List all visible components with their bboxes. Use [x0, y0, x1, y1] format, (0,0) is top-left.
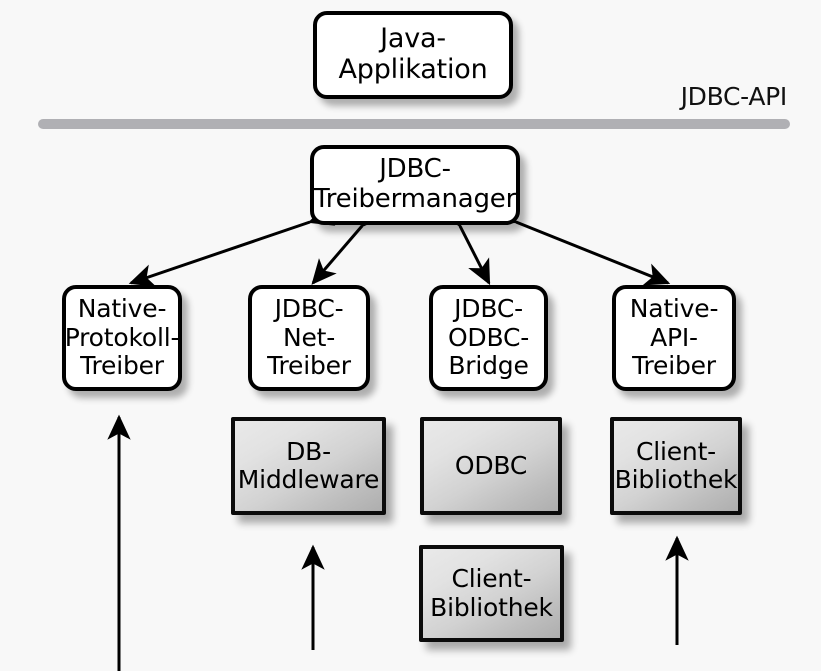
- node-jdbc-odbc-bridge-label: JDBC- ODBC- Bridge: [447, 294, 530, 381]
- jdbc-api-divider-bar: [38, 119, 790, 129]
- node-java-applikation-label: Java- Applikation: [338, 23, 488, 85]
- node-db-middleware[interactable]: DB- Middleware: [231, 417, 386, 515]
- node-native-protokoll-treiber[interactable]: Native- Protokoll- Treiber: [62, 285, 182, 391]
- node-jdbc-net-treiber[interactable]: JDBC- Net- Treiber: [248, 285, 370, 391]
- node-jdbc-treibermanager[interactable]: JDBC- Treibermanager: [310, 145, 520, 225]
- node-java-applikation[interactable]: Java- Applikation: [313, 11, 513, 99]
- node-native-api-treiber-label: Native- API- Treiber: [629, 294, 719, 381]
- node-odbc-label: ODBC: [454, 450, 528, 480]
- node-odbc[interactable]: ODBC: [420, 417, 562, 515]
- edge-manager-jdbc-odbc: [439, 200, 491, 286]
- node-client-bibliothek-right[interactable]: Client- Bibliothek: [610, 417, 742, 515]
- node-native-api-treiber[interactable]: Native- API- Treiber: [612, 285, 736, 391]
- edge-manager-jdbc-net: [311, 201, 386, 285]
- node-client-bibliothek-center[interactable]: Client- Bibliothek: [419, 545, 564, 642]
- edge-manager-native-api: [490, 202, 671, 286]
- node-jdbc-treibermanager-label: JDBC- Treibermanager: [313, 154, 517, 214]
- node-jdbc-net-treiber-label: JDBC- Net- Treiber: [267, 294, 351, 381]
- node-db-middleware-label: DB- Middleware: [237, 436, 380, 494]
- edge-manager-native-protokoll: [128, 203, 336, 287]
- node-native-protokoll-treiber-label: Native- Protokoll- Treiber: [64, 294, 180, 381]
- jdbc-api-caption: JDBC-API: [680, 82, 788, 111]
- node-client-bibliothek-center-label: Client- Bibliothek: [430, 564, 553, 622]
- node-client-bibliothek-right-label: Client- Bibliothek: [614, 436, 738, 494]
- node-jdbc-odbc-bridge[interactable]: JDBC- ODBC- Bridge: [429, 285, 548, 391]
